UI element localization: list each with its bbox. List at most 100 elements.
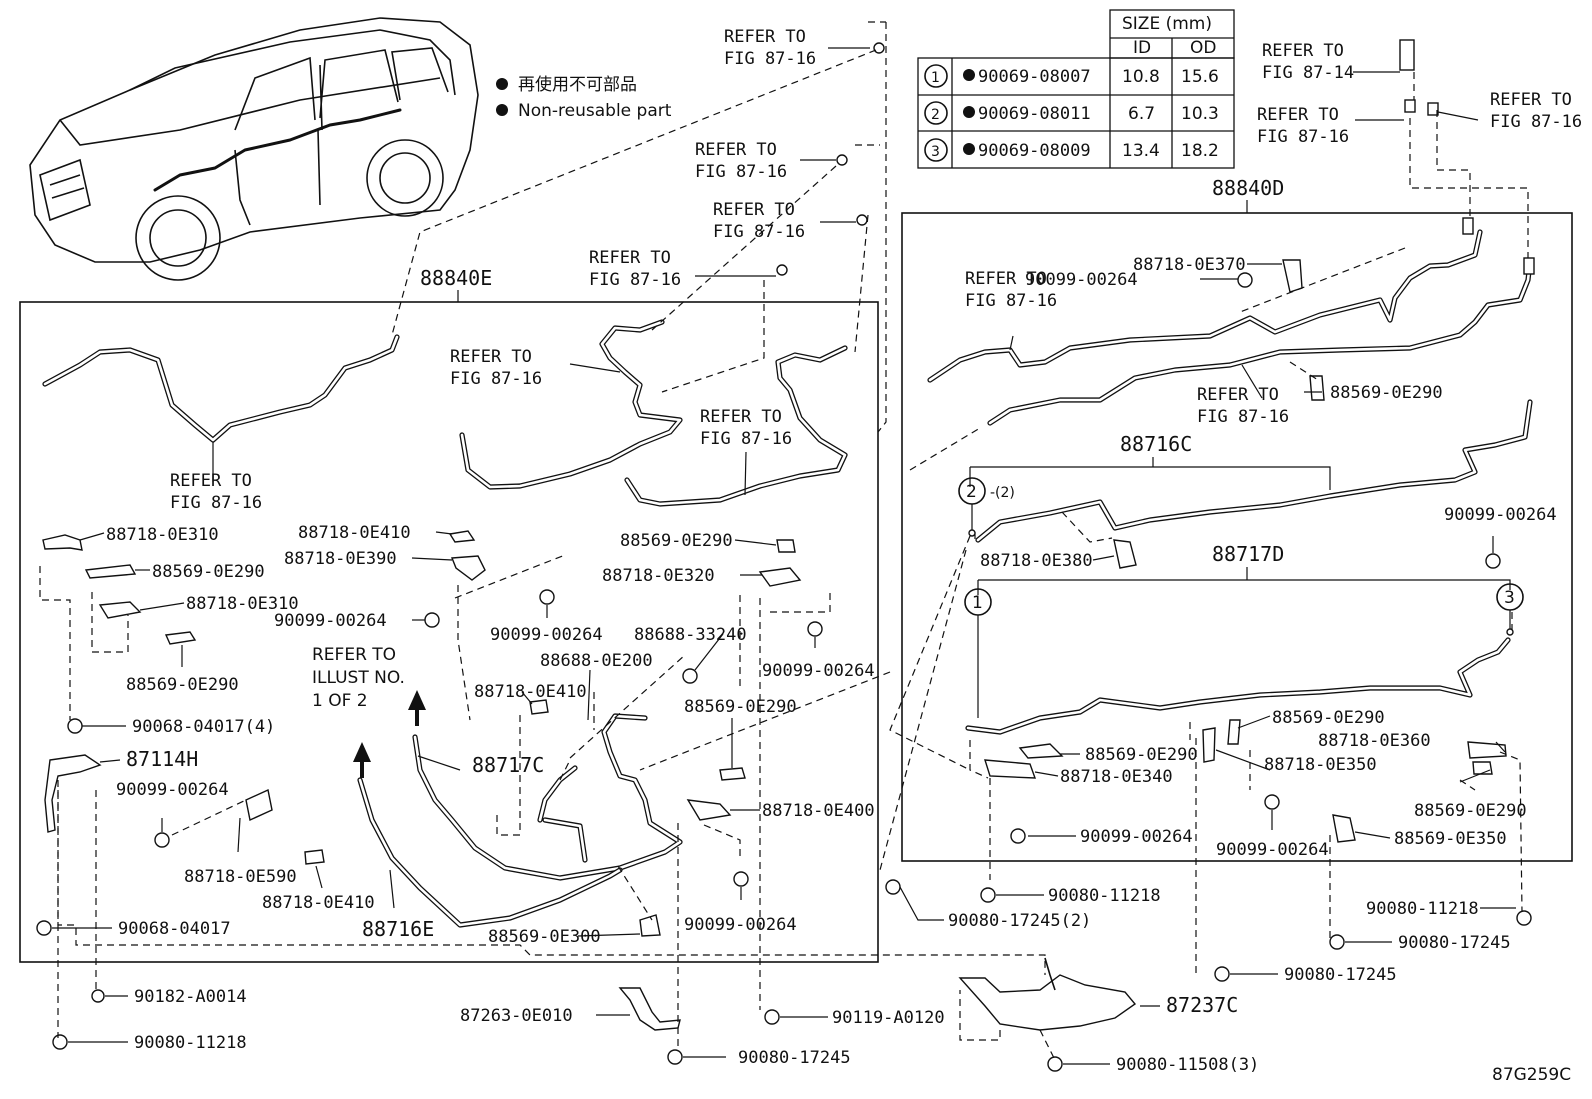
part-label: 88688-33240	[634, 625, 747, 645]
part-label: 88718-0E340	[1060, 767, 1173, 787]
part-label: 88569-0E290	[126, 675, 239, 695]
bolt-icon	[764, 1009, 780, 1025]
part-label: 88569-0E290	[152, 562, 265, 582]
part-label: 90099-00264	[1025, 270, 1138, 290]
hose-end-icon	[1399, 39, 1415, 71]
legend-en: Non-reusable part	[518, 101, 672, 121]
refer-11-l1: REFER TO	[1257, 105, 1339, 125]
non-reusable-bullet-icon	[496, 78, 508, 90]
refer-8-l2: FIG 87-16	[965, 291, 1057, 311]
part-label: 88718-0E410	[474, 682, 587, 702]
clip-icon	[1404, 99, 1416, 113]
part-label: 88569-0E300	[488, 927, 601, 947]
part-label: 90099-00264	[274, 611, 387, 631]
part-label: 90080-17245	[738, 1048, 851, 1068]
callout-2-text: 2	[966, 482, 977, 502]
refer-1-l1: REFER TO	[724, 27, 806, 47]
part-label: 90080-11218	[134, 1033, 247, 1053]
part-label: 90099-00264	[490, 625, 603, 645]
pipes-88840e	[42, 319, 848, 928]
refer-5-l1: REFER TO	[450, 347, 532, 367]
part-label: 90119-A0120	[832, 1008, 945, 1028]
hose-end-icon	[1462, 217, 1474, 235]
part-label: 88718-0E310	[186, 594, 299, 614]
part-label: 90099-00264	[684, 915, 797, 935]
part-label: 88569-0E290	[620, 531, 733, 551]
group-box-88840e	[19, 301, 879, 963]
part-label: 90099-00264	[116, 780, 229, 800]
part-label: 88718-0E400	[762, 801, 875, 821]
refer-9-l2: FIG 87-16	[1197, 407, 1289, 427]
refer-1-l2: FIG 87-16	[724, 49, 816, 69]
clips	[42, 39, 1535, 937]
illust-note-l2: ILLUST NO.	[312, 668, 405, 688]
bolt-icon	[1010, 828, 1026, 844]
part-label: 90068-04017(4)	[132, 717, 275, 737]
part-label: 88717C	[472, 753, 544, 777]
part-label: 88569-0E290	[1414, 801, 1527, 821]
up-arrow-icon	[353, 742, 371, 762]
refer-10-l2: FIG 87-14	[1262, 63, 1354, 83]
row1-part: 90069-08007	[978, 67, 1091, 87]
part-label: 90080-17245	[1398, 933, 1511, 953]
row1-id: 10.8	[1122, 67, 1160, 87]
row2-od: 10.3	[1181, 104, 1219, 124]
grommet-icon	[836, 154, 848, 166]
bolt-icon	[67, 718, 83, 734]
illust-note-l1: REFER TO	[312, 645, 396, 665]
bolt-icon	[52, 1034, 68, 1050]
group-88840d: 88840D	[1212, 176, 1284, 200]
refer-3-l2: FIG 87-16	[713, 222, 805, 242]
part-label: 87237C	[1166, 993, 1238, 1017]
grommet-icon	[873, 42, 885, 54]
refer-5-l2: FIG 87-16	[450, 369, 542, 389]
callout-3-text: 3	[1504, 588, 1515, 608]
row2-part: 90069-08011	[978, 104, 1091, 124]
under-cover-87237c	[618, 957, 1137, 1031]
part-label: 88718-0E410	[298, 523, 411, 543]
refer-12-l1: REFER TO	[1490, 90, 1572, 110]
part-label: 90182-A0014	[134, 987, 247, 1007]
clip-icon	[1427, 102, 1439, 116]
refer-4-l1: REFER TO	[589, 248, 671, 268]
pipes-88840d	[927, 229, 1533, 735]
part-label: 88718-0E310	[106, 525, 219, 545]
leader-lines	[52, 47, 1516, 1065]
part-label: 88718-0E410	[262, 893, 375, 913]
non-reusable-bullet-icon	[496, 104, 508, 116]
part-label: 88718-0E590	[184, 867, 297, 887]
part-label: 88569-0E290	[684, 697, 797, 717]
illust-note-l3: 1 OF 2	[312, 691, 368, 711]
callout-1-text: 1	[972, 593, 983, 613]
group-88840e: 88840E	[420, 266, 492, 290]
refer-7-l2: FIG 87-16	[170, 493, 262, 513]
refer-6-l1: REFER TO	[700, 407, 782, 427]
part-label: 90080-17245	[1284, 965, 1397, 985]
bolt-icon	[1485, 553, 1501, 569]
bolt-icon	[424, 612, 440, 628]
row3-no: 3	[931, 144, 940, 160]
refer-2-l2: FIG 87-16	[695, 162, 787, 182]
callouts	[958, 477, 1524, 718]
part-label: 88718-0E380	[980, 551, 1093, 571]
part-label: 90099-00264	[1444, 505, 1557, 525]
bolt-icon	[1516, 910, 1532, 926]
refer-11-l2: FIG 87-16	[1257, 127, 1349, 147]
refer-7-l1: REFER TO	[170, 471, 252, 491]
bolt-icon	[682, 668, 698, 684]
part-label: 88718-0E360	[1318, 731, 1431, 751]
refer-3-l1: REFER TO	[713, 200, 795, 220]
part-label: 88718-0E350	[1264, 755, 1377, 775]
part-label: 90080-11218	[1048, 886, 1161, 906]
part-label: 87263-0E010	[460, 1006, 573, 1026]
part-label: 90080-17245(2)	[948, 911, 1091, 931]
bolt-icon	[539, 589, 555, 605]
part-label: 88569-0E290	[1085, 745, 1198, 765]
nut-icon	[885, 879, 901, 895]
hose-end-icon	[1523, 257, 1535, 275]
bolt-icon	[36, 920, 52, 936]
part-label: 87114H	[126, 747, 198, 771]
part-label: 90080-11508(3)	[1116, 1055, 1259, 1075]
up-arrow-icon	[408, 690, 426, 710]
